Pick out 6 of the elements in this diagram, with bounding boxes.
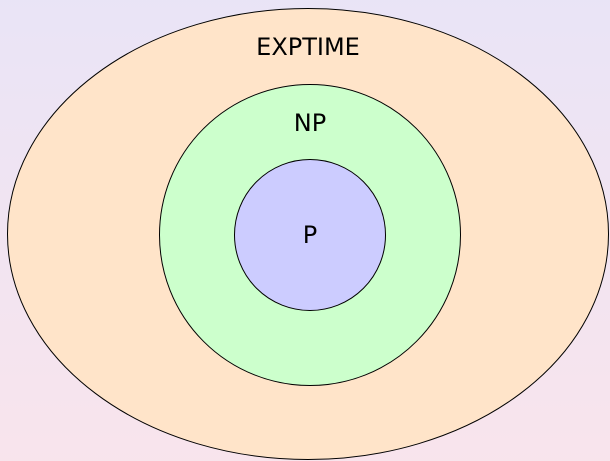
set-region (159, 84, 461, 386)
set-label: NP (294, 110, 326, 136)
set-region (7, 8, 609, 460)
set-region (234, 159, 386, 311)
set-label: EXPTIME (256, 34, 360, 60)
set-label: P (302, 222, 318, 248)
